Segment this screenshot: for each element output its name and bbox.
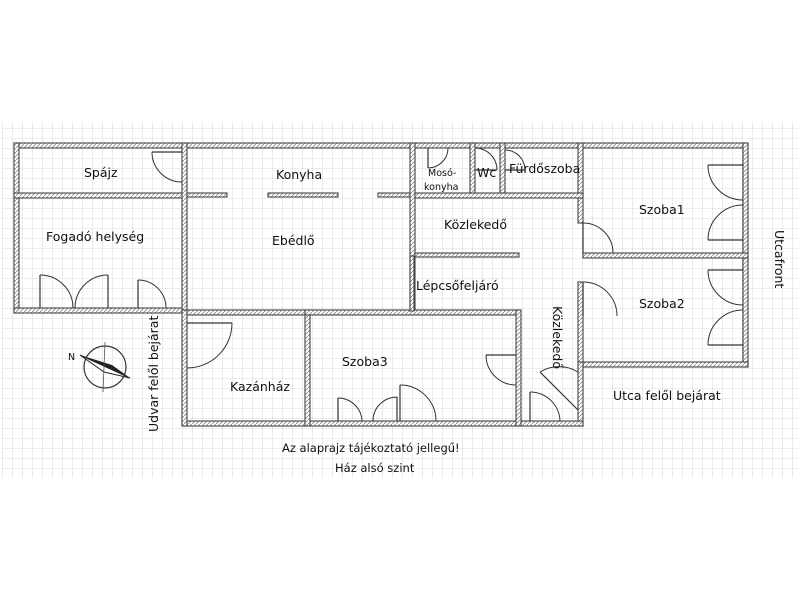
room-labels: Spájz Konyha Mosó- konyha Wc Fürdőszoba … [46,161,685,394]
compass-north-label: N [68,352,75,363]
walls [13,142,749,427]
room-label-szoba2: Szoba2 [639,296,685,311]
room-label-kozlekedo-top: Közlekedő [444,217,507,232]
label-utca-bejarat: Utca felől bejárat [613,388,721,403]
room-label-wc: Wc [477,165,496,180]
room-label-kazanhaz: Kazánház [230,379,290,394]
room-label-fogado: Fogadó helység [46,229,144,244]
room-label-kozlekedo-side: Közlekedő [550,306,565,369]
label-utcafront: Utcafront [772,230,787,288]
floor-title: Ház alsó szint [335,461,415,475]
room-label-moso-1: Mosó- [428,168,456,179]
room-label-szoba3: Szoba3 [342,354,388,369]
room-label-furdoszoba: Fürdőszoba [509,161,580,176]
room-label-konyha: Konyha [276,167,322,182]
label-udvar-bejarat: Udvar felől bejárat [146,316,161,432]
room-label-lepcsofeljaro: Lépcsőfeljáró [416,278,499,293]
annotation-labels: Udvar felől bejárat Utca felől bejárat U… [146,230,787,475]
room-label-szoba1: Szoba1 [639,202,685,217]
compass-icon: N [68,341,131,393]
room-label-ebedlo: Ebédlő [272,233,315,248]
room-label-moso-2: konyha [424,182,458,193]
doors [39,147,744,422]
room-label-spajz: Spájz [84,165,118,180]
plan-disclaimer: Az alaprajz tájékoztató jellegű! [282,441,460,455]
